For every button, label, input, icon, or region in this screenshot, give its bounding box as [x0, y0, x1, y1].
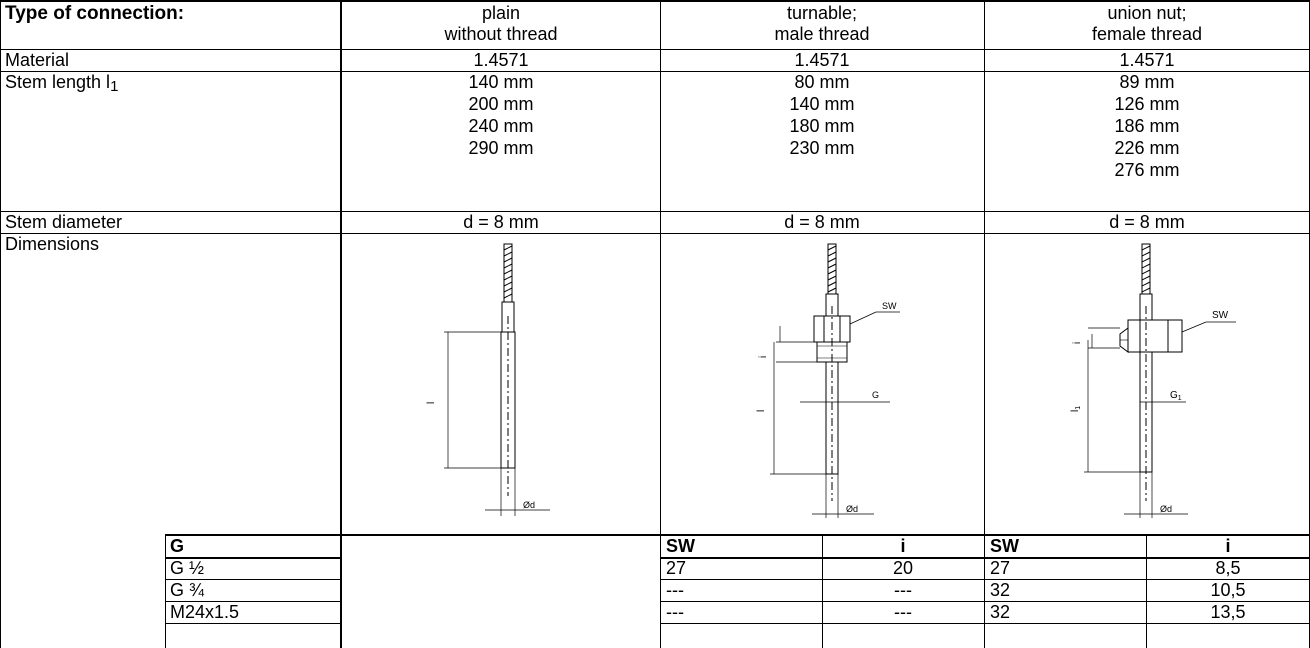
header-plain-line2: without thread: [444, 24, 558, 44]
thread-row-sw-turnable: ---: [666, 602, 684, 622]
stem-length-union-2: 186 mm: [1114, 116, 1180, 136]
rule-after-dimensions: [165, 534, 1310, 536]
rule-after-row2-right: [660, 601, 1310, 602]
drawing-turnable-label-od: Ød: [846, 504, 858, 514]
stem-length-turnable-3: 230 mm: [789, 138, 855, 158]
drawing-plain-label-od: Ød: [523, 500, 535, 510]
drawing-turnable-label-l1: l: [756, 410, 767, 412]
stem-length-turnable-2: 180 mm: [789, 116, 855, 136]
header-union-line2: female thread: [1091, 24, 1203, 44]
stem-length-plain-1: 200 mm: [468, 94, 534, 114]
drawing-turnable-label-sw: SW: [882, 301, 897, 311]
stem-length-union-1: 126 mm: [1114, 94, 1180, 114]
drawing-turnable-label-i: i: [758, 356, 769, 358]
rule-after-row2: [165, 601, 340, 602]
drawing-union-stem: SW G1 i l1 Ød: [1070, 243, 1236, 518]
rule-after-row3: [165, 623, 340, 624]
drawing-plain-stem: l Ød: [426, 243, 550, 516]
thread-header-g: G: [170, 536, 185, 556]
stem-length-union-4: 276 mm: [1114, 160, 1180, 180]
stem-length-turnable-1: 140 mm: [789, 94, 855, 114]
thread-header-sw-union: SW: [990, 536, 1019, 556]
drawing-union-label-l1-sub: 1: [1075, 406, 1082, 410]
thread-row-g: G ¾: [170, 580, 205, 600]
material-value-union: 1.4571: [1119, 50, 1175, 70]
thread-row-sw-union: 27: [990, 558, 1011, 578]
rule-after-g-header: [165, 557, 340, 559]
drawing-union-label-l1-text: l: [1070, 410, 1081, 412]
thread-row-sw-turnable: ---: [666, 580, 684, 600]
rule-sw-i-mid: [822, 534, 823, 648]
drawing-union-label-l1: l1: [1070, 406, 1082, 412]
thread-row-g: G ½: [170, 558, 205, 578]
stem-length-union-3: 226 mm: [1114, 138, 1180, 158]
thread-row-sw-union: 32: [990, 580, 1011, 600]
rule-top: [0, 0, 1310, 2]
rule-after-stem-diameter: [0, 233, 1310, 234]
drawing-union-label-od: Ød: [1160, 504, 1172, 514]
thread-header-i-turnable: i: [900, 536, 906, 556]
dimensions-label: Dimensions: [5, 234, 100, 254]
rule-after-g-header-right: [660, 557, 1310, 559]
rule-after-header: [0, 49, 1310, 50]
stem-length-plain-3: 290 mm: [468, 138, 534, 158]
rule-label-col: [340, 0, 342, 648]
material-value-turnable: 1.4571: [794, 50, 850, 70]
header-label: Type of connection:: [5, 3, 185, 24]
stem-length-plain-2: 240 mm: [468, 116, 534, 136]
drawing-union-label-i: i: [1072, 342, 1083, 344]
rule-sw-i-right: [1146, 534, 1147, 648]
stem-diameter-turnable: d = 8 mm: [784, 212, 860, 232]
stem-length-label: Stem length l1: [5, 72, 118, 97]
thread-row-sw-turnable: 27: [666, 558, 687, 578]
rule-after-row1: [165, 579, 340, 580]
thread-row-i-union: 13,5: [1210, 602, 1246, 622]
rule-col2: [660, 0, 661, 648]
drawing-union-label-sw: SW: [1212, 310, 1229, 321]
stem-diameter-plain: d = 8 mm: [463, 212, 539, 232]
thread-row-i-turnable: ---: [894, 602, 912, 622]
rule-left-border: [0, 0, 1, 648]
stem-length-plain-0: 140 mm: [468, 72, 534, 92]
drawing-plain-label-l: l: [426, 402, 437, 404]
thread-row-i-union: 8,5: [1215, 558, 1241, 578]
thread-row-g: M24x1.5: [170, 602, 240, 622]
stem-diameter-label: Stem diameter: [5, 212, 123, 232]
header-plain-line1: plain: [481, 3, 521, 23]
rule-after-stem-length: [0, 211, 1310, 212]
header-turnable-line2: male thread: [774, 24, 870, 44]
header-union-line1: union nut;: [1107, 3, 1187, 23]
thread-row-i-union: 10,5: [1210, 580, 1246, 600]
rule-after-row3-right: [660, 623, 1310, 624]
thread-header-i-union: i: [1225, 536, 1231, 556]
thread-row-i-turnable: ---: [894, 580, 912, 600]
drawing-turnable-label-g: G: [872, 390, 879, 400]
rule-g-col: [165, 534, 166, 648]
thread-header-sw-turnable: SW: [666, 536, 695, 556]
material-value-plain: 1.4571: [473, 50, 529, 70]
stem-length-union-0: 89 mm: [1119, 72, 1175, 92]
header-turnable-line1: turnable;: [786, 3, 858, 23]
drawing-union-label-g1-text: G: [1170, 390, 1178, 401]
thread-row-i-turnable: 20: [892, 558, 914, 578]
stem-length-label-text: Stem length l: [5, 72, 111, 92]
rule-after-material: [0, 71, 1310, 72]
material-label: Material: [5, 50, 70, 70]
drawing-union-label-g1-sub: 1: [1178, 395, 1182, 402]
rule-after-row1-right: [660, 579, 1310, 580]
stem-length-label-sub: 1: [110, 78, 119, 95]
drawing-union-label-g1: G1: [1170, 390, 1182, 402]
drawing-turnable-stem: SW G i l Ød: [756, 243, 900, 518]
stem-length-turnable-0: 80 mm: [794, 72, 850, 92]
rule-col3: [984, 0, 985, 648]
stem-diameter-union: d = 8 mm: [1109, 212, 1185, 232]
thread-row-sw-union: 32: [990, 602, 1011, 622]
